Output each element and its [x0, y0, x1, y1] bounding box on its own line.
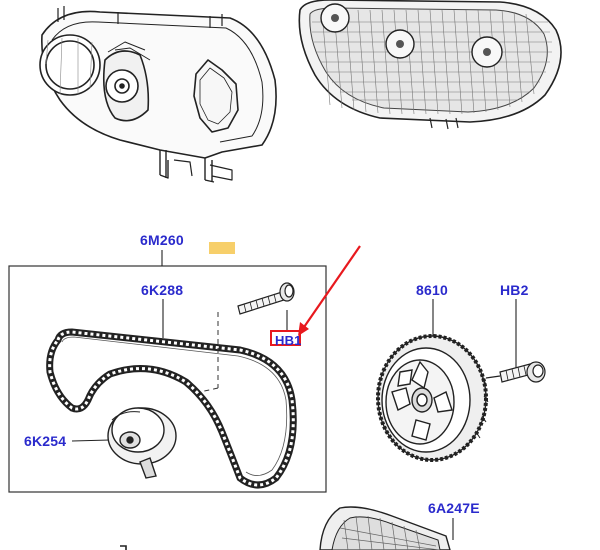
callout-8610[interactable]: 8610	[416, 282, 448, 298]
sprocket	[376, 334, 489, 462]
fragment-mark	[120, 545, 127, 550]
leader-lines	[71, 250, 517, 540]
bolt-hb2	[485, 361, 546, 383]
callout-6k288[interactable]: 6K288	[141, 282, 184, 298]
callout-6a247e[interactable]: 6A247E	[428, 500, 480, 516]
callout-6m260[interactable]: 6M260	[140, 232, 184, 248]
callout-6k254[interactable]: 6K254	[24, 433, 67, 449]
callout-hb2[interactable]: HB2	[500, 282, 529, 298]
annotation-arrow	[298, 245, 361, 336]
hb1-highlight-box	[270, 330, 301, 346]
yellow-marker	[209, 242, 235, 254]
lower-cover	[319, 506, 451, 550]
kit-box	[8, 265, 327, 493]
bolt-hb1	[237, 282, 295, 315]
mesh-cover	[298, 0, 562, 130]
tensioner	[107, 407, 177, 479]
alignment-dashes	[199, 312, 219, 393]
upper-timing-cover	[39, 6, 277, 183]
timing-belt	[46, 328, 297, 489]
callout-hb1[interactable]: HB1	[275, 333, 302, 348]
